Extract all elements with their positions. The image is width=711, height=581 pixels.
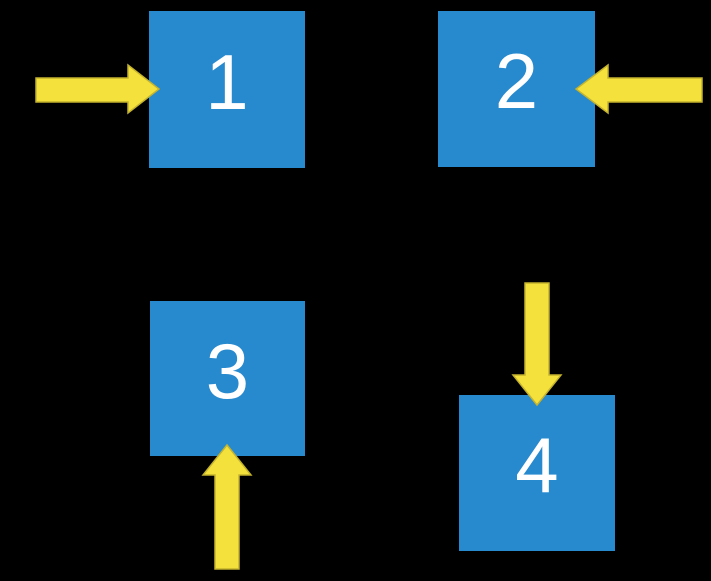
up-arrow-icon bbox=[201, 443, 253, 570]
box-2-label: 2 bbox=[494, 37, 539, 125]
box-1-label: 1 bbox=[205, 37, 249, 126]
box-4-label: 4 bbox=[515, 421, 559, 509]
numbered-box-3: 3 bbox=[150, 301, 305, 456]
box-3-label: 3 bbox=[205, 326, 250, 415]
left-arrow-icon bbox=[574, 63, 703, 115]
down-arrow-icon bbox=[511, 282, 563, 407]
numbered-box-1: 1 bbox=[149, 11, 305, 168]
numbered-box-4: 4 bbox=[459, 395, 615, 551]
right-arrow-icon bbox=[35, 63, 161, 115]
numbered-box-2: 2 bbox=[438, 11, 595, 167]
